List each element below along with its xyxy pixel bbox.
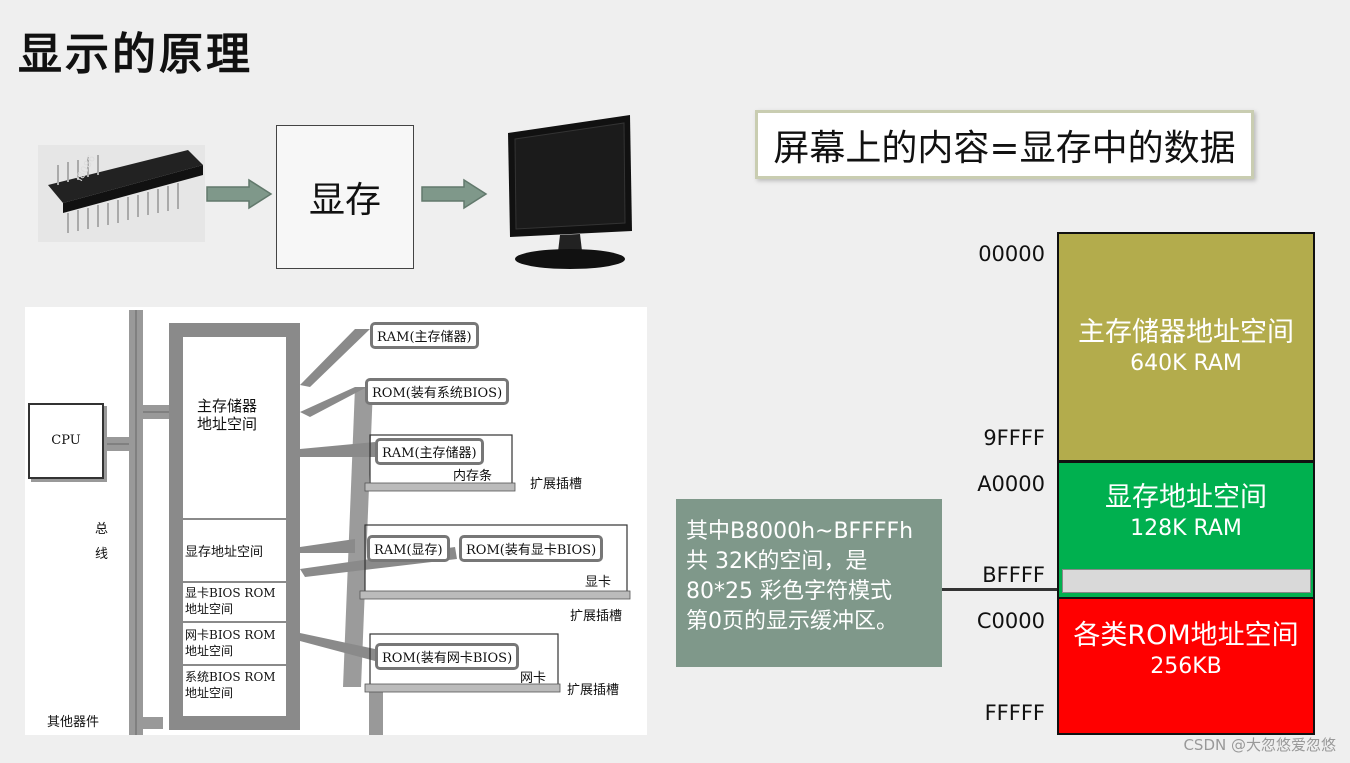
address-label: 9FFFF <box>983 426 1045 450</box>
arrow-right-icon <box>205 178 273 214</box>
callout-line-3: 80*25 彩色字符模式 <box>686 579 892 604</box>
ram-main-1: RAM(主存储器) <box>370 322 479 349</box>
space-nic-bios-line2: 地址空间 <box>185 644 234 658</box>
arrow-right-icon <box>420 178 488 214</box>
slot-label-1: 扩展插槽 <box>530 477 583 492</box>
architecture-lines <box>103 310 631 735</box>
gpu-card-label: 显卡 <box>585 575 612 590</box>
address-label: 00000 <box>978 242 1045 266</box>
headline-box: 屏幕上的内容=显存中的数据 <box>755 110 1254 179</box>
watermark: CSDN @大忽悠爱忽悠 <box>1183 736 1336 754</box>
page-title: 显示的原理 <box>18 29 253 80</box>
space-vram: 显存地址空间 <box>185 545 264 560</box>
segment-main-name: 主存储器地址空间 <box>1078 317 1294 348</box>
memory-segment-main: 主存储器地址空间 640K RAM <box>1057 232 1315 462</box>
ram-vram: RAM(显存) <box>367 535 450 562</box>
segment-vram-size: 128K RAM <box>1130 516 1242 541</box>
rom-sys-bios: ROM(装有系统BIOS) <box>365 378 510 405</box>
nic-card-label: 网卡 <box>520 671 547 686</box>
cpu-box: CPU <box>28 403 104 479</box>
other-devices-label: 其他器件 <box>47 715 100 730</box>
bus-label-2: 线 <box>95 547 109 562</box>
rom-nic-bios: ROM(装有网卡BIOS) <box>375 643 520 670</box>
space-gpu-bios-line2: 地址空间 <box>185 602 234 616</box>
space-sys-bios-line2: 地址空间 <box>185 686 234 700</box>
space-gpu-bios-line1: 显卡BIOS ROM <box>185 586 276 600</box>
rom-gpu-bios: ROM(装有显卡BIOS) <box>459 535 604 562</box>
callout-line-4: 第0页的显示缓冲区。 <box>686 609 898 634</box>
space-main-line2: 地址空间 <box>197 415 258 433</box>
callout-line-2: 共 32K的空间，是 <box>686 549 868 574</box>
monitor-image <box>500 113 640 277</box>
space-nic-bios-line1: 网卡BIOS ROM <box>185 628 276 642</box>
memory-segment-rom: 各类ROM地址空间 256KB <box>1057 597 1315 735</box>
ram-main-2: RAM(主存储器) <box>375 438 484 465</box>
address-label: FFFFF <box>984 701 1045 725</box>
slot-label-2: 扩展插槽 <box>570 609 623 624</box>
vram-box: 显存 <box>276 125 414 269</box>
segment-rom-size: 256KB <box>1150 654 1222 679</box>
address-label: C0000 <box>976 609 1045 633</box>
segment-vram-name: 显存地址空间 <box>1105 482 1267 513</box>
vram-callout: 其中B8000h~BFFFFh 共 32K的空间，是 80*25 彩色字符模式 … <box>676 499 942 667</box>
callout-connector <box>942 588 1058 591</box>
address-label: A0000 <box>977 472 1045 496</box>
bus-label-1: 总 <box>95 522 109 537</box>
segment-rom-name: 各类ROM地址空间 <box>1073 620 1299 651</box>
segment-main-size: 640K RAM <box>1130 351 1242 376</box>
slot-label-3: 扩展插槽 <box>567 683 620 698</box>
architecture-diagram: CPU 总 线 其他器件 主存储器 地址空间 显存地址空间 显卡BIOS ROM… <box>25 307 647 735</box>
chip-icon <box>48 150 203 233</box>
vram-text-buffer-region <box>1062 569 1311 593</box>
space-main-line1: 主存储器 <box>197 397 258 415</box>
memory-stick-label: 内存条 <box>453 469 493 484</box>
cpu-label: CPU <box>51 433 81 448</box>
cpu-chip-image: I8086 <box>38 145 205 242</box>
space-sys-bios-line1: 系统BIOS ROM <box>185 670 276 684</box>
monitor-icon <box>508 115 632 269</box>
callout-line-1: 其中B8000h~BFFFFh <box>686 519 914 544</box>
address-label: BFFFF <box>982 563 1045 587</box>
